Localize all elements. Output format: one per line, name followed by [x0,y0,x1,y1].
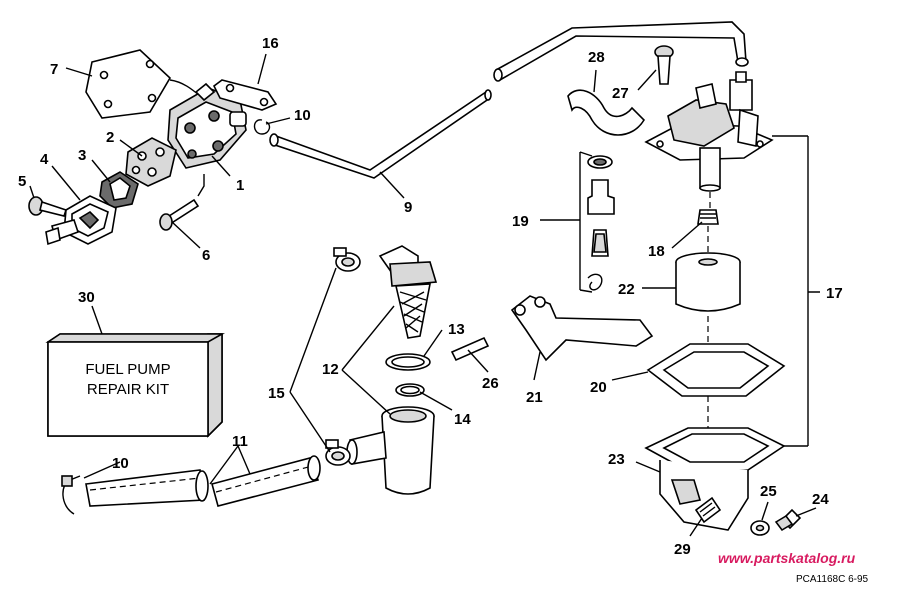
callout-14: 14 [454,411,471,428]
callout-5: 5 [18,173,26,190]
fuel-hose-9 [269,89,492,179]
callout-26: 26 [482,375,499,392]
fuel-pump-body-1 [167,82,247,169]
callout-labels: 7 16 10 2 3 4 5 1 6 9 30 10 11 15 12 13 … [18,35,843,558]
callout-17: 17 [826,285,843,302]
screw-24 [774,508,802,532]
needle-valve-19 [587,155,615,291]
kit-box-line2: REPAIR KIT [87,381,169,398]
screw-6 [159,198,200,231]
callout-15: 15 [268,385,285,402]
washer-25 [750,520,770,536]
callout-19: 19 [512,213,529,230]
callout-3: 3 [78,147,86,164]
leader-lines [29,53,820,537]
hose-clip-10-bottom [61,475,81,515]
callout-29: 29 [674,541,691,558]
callout-28: 28 [588,49,605,66]
gasket-20 [646,343,786,397]
kit-box-line1: FUEL PUMP [85,361,170,378]
callout-12: 12 [322,361,339,378]
callout-2: 2 [106,129,114,146]
callout-23: 23 [608,451,625,468]
upper-hose [493,21,749,82]
float-22 [675,252,741,312]
fuel-pump-gasket-7 [85,49,206,119]
callout-10-bottom: 10 [112,455,129,472]
callout-25: 25 [760,483,777,500]
assembly-axis-line [707,192,711,428]
hose-clamp-15-bottom [325,439,351,466]
bracket-21 [510,295,654,362]
callout-13: 13 [448,321,465,338]
callout-11: 11 [232,433,248,450]
gasket-16 [212,79,278,111]
filter-element-12 [378,245,438,339]
fuel-hose-11-left [85,469,209,507]
filter-bowl-12 [346,406,435,495]
callout-30: 30 [78,289,95,306]
callout-16: 16 [262,35,279,52]
callout-27: 27 [612,85,629,102]
pump-cover-4 [45,195,117,246]
callout-21: 21 [526,389,543,406]
screw-5 [28,196,68,217]
callout-10-top: 10 [294,107,311,124]
screw-27 [654,45,674,85]
o-ring-14 [395,383,425,397]
callout-1: 1 [236,177,244,194]
check-valve-3 [99,171,139,209]
callout-6: 6 [202,247,210,264]
watermark-text: www.partskatalog.ru [718,550,856,566]
callout-24: 24 [812,491,829,508]
hose-clamp-15-top [333,247,361,272]
o-ring-13 [385,353,431,371]
repair-kit-box-30: FUEL PUMP REPAIR KIT [45,333,226,438]
callout-7: 7 [50,61,58,78]
pin-26 [450,336,490,362]
diaphragm-2 [125,137,177,187]
seat-18 [697,209,719,225]
grommet-28 [567,89,646,136]
callout-4: 4 [40,151,49,168]
callout-20: 20 [590,379,607,396]
callout-18: 18 [648,243,665,260]
hose-clip-10-top [253,119,271,135]
figure-code: PCA1168C 6-95 [796,574,869,585]
float-bowl-23 [644,427,786,531]
fuel-hose-11-right [211,455,321,507]
callout-9: 9 [404,199,412,216]
callout-22: 22 [618,281,635,298]
vapor-separator-top-17 [644,71,774,192]
